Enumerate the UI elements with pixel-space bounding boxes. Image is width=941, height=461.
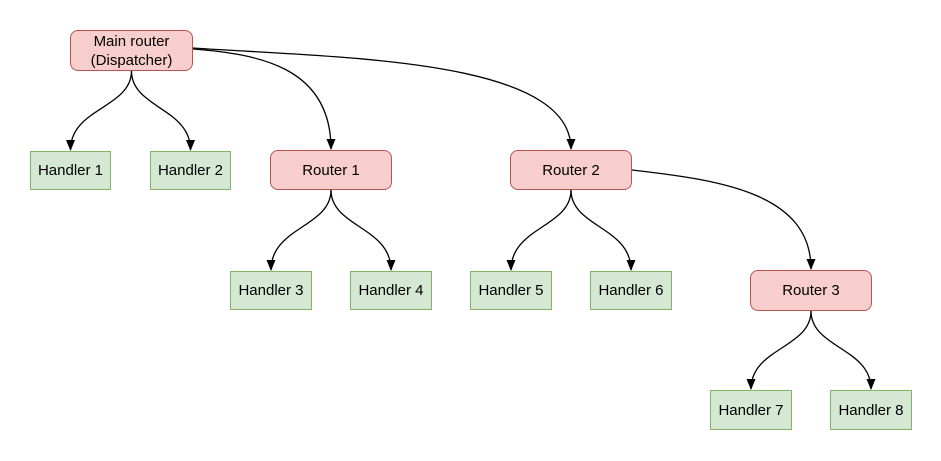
edge-main-router-to-handler-1	[66, 70, 133, 151]
edge-router-2-to-handler-6	[570, 189, 636, 271]
edge-main-router-to-router-1	[192, 48, 336, 150]
node-handler-8: Handler 8	[830, 390, 912, 430]
node-handler-6: Handler 6	[590, 271, 672, 310]
edge-main-router-to-router-2	[192, 47, 576, 150]
node-handler-4: Handler 4	[350, 271, 432, 310]
edge-router-3-to-handler-7	[746, 310, 812, 390]
node-main-router: Main router (Dispatcher)	[70, 30, 193, 71]
node-router-1: Router 1	[270, 150, 392, 190]
node-router-3: Router 3	[750, 270, 872, 311]
node-router-2: Router 2	[510, 150, 632, 190]
edge-router-1-to-handler-4	[330, 189, 396, 271]
node-handler-2: Handler 2	[150, 151, 231, 190]
edge-router-1-to-handler-3	[266, 189, 332, 271]
edge-router-2-to-handler-5	[506, 189, 572, 271]
node-handler-1: Handler 1	[30, 151, 111, 190]
edge-router-3-to-handler-8	[810, 310, 876, 390]
edge-main-router-to-handler-2	[130, 70, 195, 151]
node-handler-5: Handler 5	[470, 271, 552, 310]
node-handler-7: Handler 7	[710, 390, 792, 430]
edge-router-2-to-router-3	[631, 169, 816, 270]
node-handler-3: Handler 3	[230, 271, 312, 310]
